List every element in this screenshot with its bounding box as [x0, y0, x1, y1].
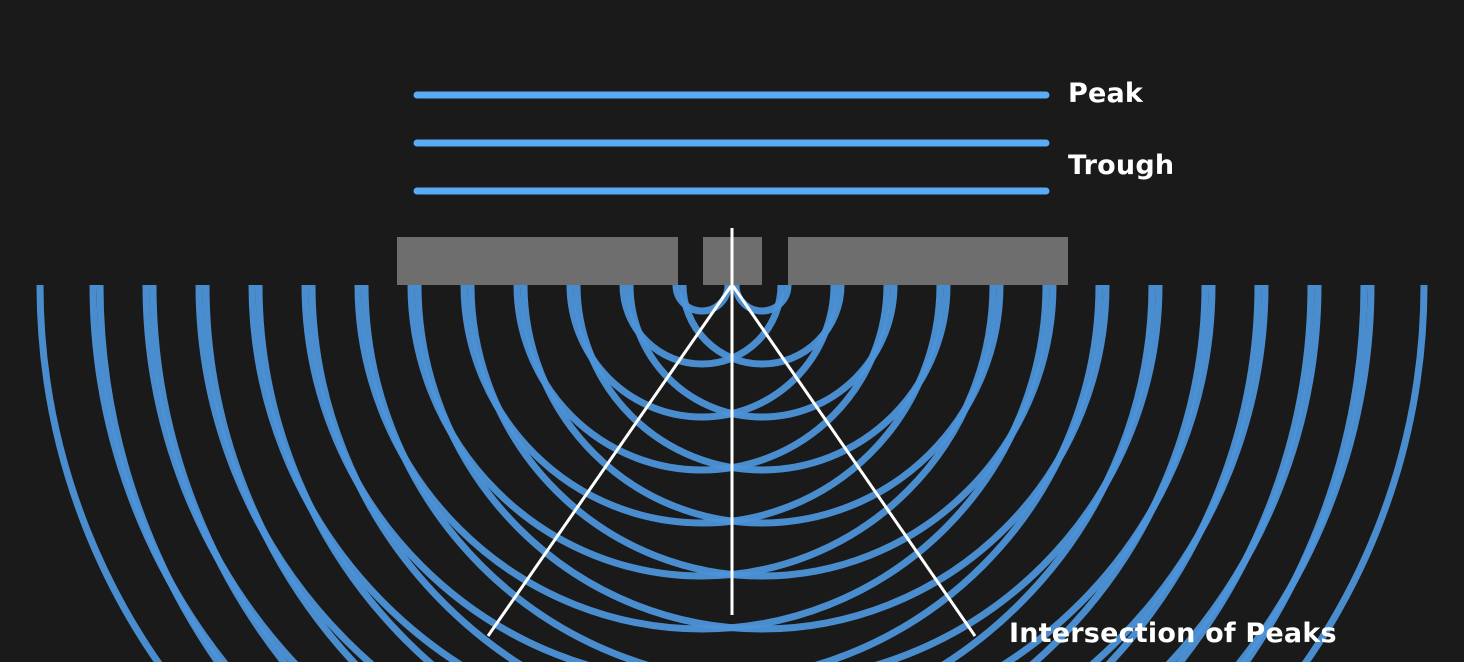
annotation-label-intersection-of-peaks: Intersection of Peaks [1009, 618, 1337, 649]
wave-arc [467, 285, 1057, 580]
wave-arc [732, 285, 792, 315]
first-order-maximum-right [731, 285, 977, 637]
wave-arc [679, 285, 845, 368]
barrier-group [397, 237, 1068, 285]
wave-arc [520, 285, 1004, 527]
barrier-block-right [788, 237, 1068, 285]
legend-label-peak: Peak [1068, 78, 1144, 109]
wave-arc [566, 285, 838, 421]
legend-label-trough: Trough [1068, 150, 1175, 181]
wave-arc [672, 285, 732, 315]
wave-arc [414, 285, 1110, 633]
legend-wave-lines [413, 91, 1050, 195]
nodal-line-group [486, 228, 977, 637]
wave-arc [513, 285, 891, 474]
first-order-maximum-left [486, 285, 733, 637]
wave-arc [460, 285, 944, 527]
wave-arc [354, 285, 1050, 633]
wave-arc [407, 285, 997, 580]
wave-arc-group [36, 285, 1428, 662]
barrier-block-left [397, 237, 678, 285]
wave-arc [573, 285, 951, 474]
wave-arc [626, 285, 898, 421]
wave-arc [619, 285, 785, 368]
